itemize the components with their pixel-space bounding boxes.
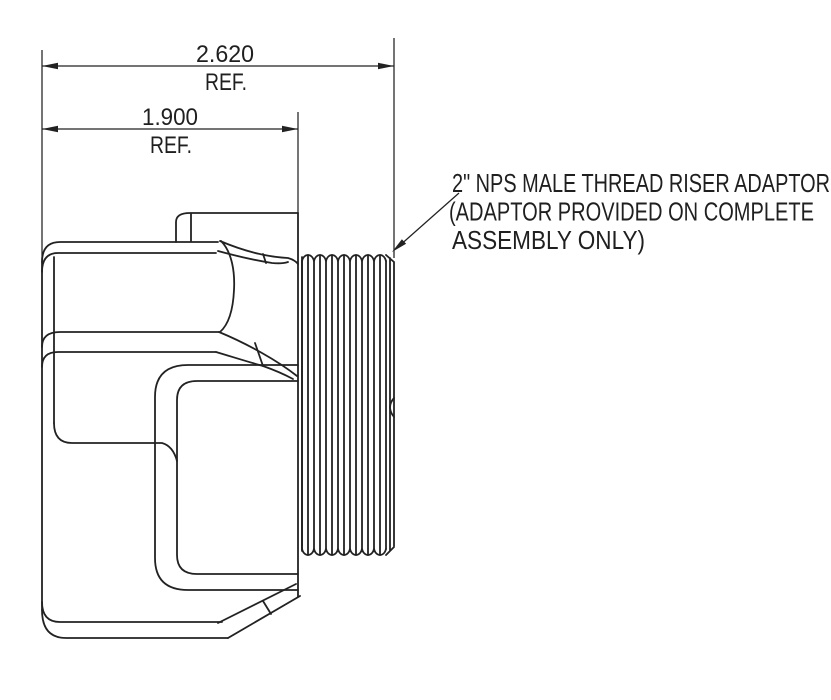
top-flange-tab — [175, 212, 299, 243]
body-top-outer-edge — [41, 241, 219, 263]
leader-arrowhead — [392, 239, 407, 252]
dimension-overall: 2.620 REF. — [42, 41, 394, 96]
thread-leader — [392, 192, 460, 252]
arrowhead-right — [282, 125, 298, 133]
dimension-body-ref: REF. — [150, 132, 192, 159]
adaptor-body — [41, 212, 301, 639]
callout-text: 2" NPS MALE THREAD RISER ADAPTOR (ADAPTO… — [449, 168, 830, 255]
neck-top-inner-curve — [217, 250, 289, 265]
callout-line-1: 2" NPS MALE THREAD RISER ADAPTOR — [452, 168, 830, 198]
dimension-overall-value: 2.620 — [196, 41, 254, 68]
socket-mouth-edge — [53, 422, 178, 462]
inner-pocket-fillet — [176, 380, 299, 575]
dimension-body-value: 1.900 — [142, 104, 198, 131]
bottom-bevel-outer — [227, 595, 301, 639]
inner-pocket-outer — [154, 364, 299, 591]
male-thread-section — [301, 254, 395, 556]
dimension-overall-ref: REF. — [205, 69, 247, 96]
thread-flank-lines — [301, 254, 387, 556]
leader-line — [397, 192, 460, 248]
neck-top-facet — [262, 253, 267, 264]
callout-line-2: (ADAPTOR PROVIDED ON COMPLETE — [449, 197, 814, 227]
neck-bottom-facet — [254, 342, 264, 367]
thread-crest-top — [301, 254, 387, 262]
collar-bottom-outer-edge — [41, 331, 220, 348]
neck-bottom-outer-curve — [218, 331, 298, 377]
collar-bottom-inner-fillet — [41, 351, 217, 368]
thread-crest-bottom — [301, 548, 387, 556]
collar-bulge-contour — [219, 240, 236, 333]
dimension-body: 1.900 REF. — [42, 104, 298, 159]
bottom-bevel-facet — [262, 600, 272, 615]
neck-top-outer-curve — [219, 240, 299, 265]
bottom-bevel-inner — [217, 583, 297, 624]
callout-line-3: ASSEMBLY ONLY) — [452, 225, 645, 255]
body-top-inner-fillet — [41, 252, 217, 273]
body-bottom-outer-edge — [41, 609, 229, 639]
arrowhead-right — [378, 62, 394, 70]
arrowhead-left — [42, 125, 58, 133]
thread-runout-mark — [389, 397, 395, 418]
body-bottom-inner-fillet — [41, 601, 223, 623]
arrowhead-left — [42, 62, 58, 70]
